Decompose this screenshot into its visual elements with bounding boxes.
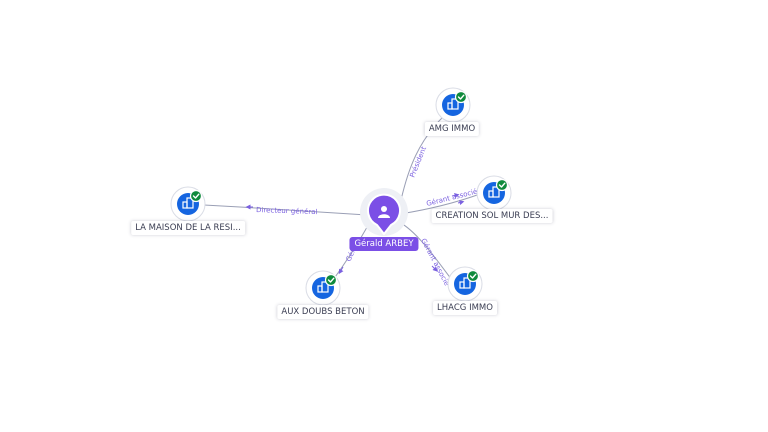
building-icon	[447, 98, 459, 110]
person-icon	[378, 206, 390, 218]
company-node-creation-sol-mur[interactable]	[476, 175, 512, 211]
arrow-icon	[451, 193, 460, 198]
arrow-icon	[431, 265, 438, 272]
building-icon	[317, 281, 329, 293]
building-icon	[182, 197, 194, 209]
verified-check-icon	[466, 269, 480, 283]
company-label-lhacg-immo[interactable]: LHACG IMMO	[433, 301, 497, 315]
company-label-amg-immo[interactable]: AMG IMMO	[424, 122, 480, 136]
company-node-amg-immo[interactable]	[435, 87, 471, 123]
arrow-icon	[457, 200, 465, 206]
edge-label-amg-immo: Président	[408, 145, 428, 179]
building-icon	[488, 186, 500, 198]
company-label-aux-doubs-beton[interactable]: AUX DOUBS BETON	[277, 305, 369, 319]
verified-check-icon	[189, 189, 203, 203]
company-label-creation-sol-mur[interactable]: CREATION SOL MUR DES...	[431, 209, 553, 223]
verified-check-icon	[495, 178, 509, 192]
building-icon	[459, 277, 471, 289]
edge-lhacg-immo	[398, 221, 453, 281]
company-label-la-maison[interactable]: LA MAISON DE LA RESI...	[131, 221, 245, 235]
edge-label-lhacg-immo: Gérant associé	[419, 237, 451, 287]
company-node-aux-doubs-beton[interactable]	[305, 270, 341, 306]
edge-la-maison	[203, 204, 368, 216]
person-node[interactable]	[360, 188, 408, 236]
arrow-icon	[338, 266, 344, 275]
verified-check-icon	[324, 273, 338, 287]
company-node-lhacg-immo[interactable]	[447, 266, 483, 302]
company-node-la-maison[interactable]	[170, 186, 206, 222]
edge-amg-immo	[400, 112, 448, 201]
person-name-label[interactable]: Gérald ARBEY	[349, 237, 419, 251]
verified-check-icon	[454, 90, 468, 104]
edge-label-la-maison: Directeur général	[256, 206, 318, 216]
